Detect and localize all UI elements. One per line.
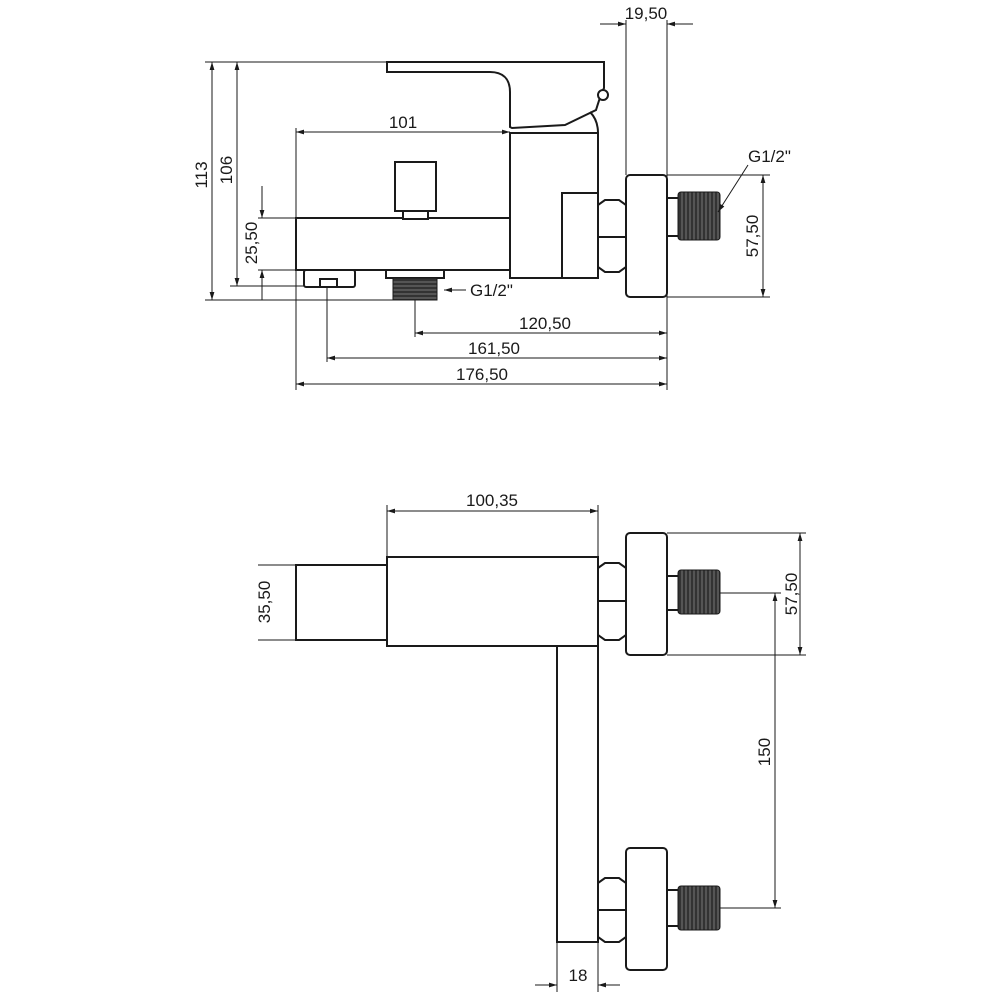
- side-view: 19,50 113 106 25,50 101 120,50 161,50 17…: [192, 4, 791, 390]
- dim-flange-diameter-top: 57,50: [782, 573, 801, 616]
- dim-spout-length: 101: [389, 113, 417, 132]
- vertical-pipe: [556, 645, 599, 943]
- dim-total-length: 176,50: [456, 365, 508, 384]
- dim-pipe-width: 18: [569, 966, 588, 985]
- dim-total-height: 113: [192, 161, 211, 188]
- inlet-thread: [677, 191, 721, 241]
- wall-flange-upper: [625, 532, 668, 656]
- dim-outlet-distance: 120,50: [519, 314, 571, 333]
- spout: [295, 217, 511, 271]
- dim-body-length: 100,35: [466, 491, 518, 510]
- mixer-side-outline: [295, 61, 721, 301]
- dim-wall-offset: 19,50: [625, 4, 668, 23]
- mixer-top-outline: [295, 532, 721, 971]
- side-dimension-lines: [205, 20, 770, 390]
- hex-nut-lower: [597, 877, 627, 943]
- dim-flange-diameter: 57,50: [743, 215, 762, 258]
- inlet-thread-lower: [677, 885, 721, 931]
- dim-spout-width: 35,50: [255, 581, 274, 624]
- thread-label-inlet: G1/2": [748, 147, 791, 166]
- dim-aerator-distance: 161,50: [468, 339, 520, 358]
- body-top: [386, 556, 599, 647]
- wall-flange-lower: [625, 847, 668, 971]
- diverter-knob: [394, 161, 437, 212]
- thread-label-outlet: G1/2": [470, 281, 513, 300]
- inlet-thread-upper: [677, 569, 721, 615]
- dim-height-to-aerator: 106: [217, 156, 236, 184]
- top-dimension-lines: [258, 505, 806, 992]
- outlet: [385, 269, 445, 279]
- hex-nut: [597, 199, 627, 273]
- wall-flange: [625, 174, 668, 298]
- dim-spout-height: 25,50: [242, 222, 261, 265]
- spout-end: [295, 564, 388, 641]
- top-view: 100,35 35,50 57,50 150 18: [255, 491, 806, 992]
- hex-nut-upper: [597, 562, 627, 641]
- lever-knob: [597, 89, 609, 101]
- dim-inlet-spacing: 150: [755, 738, 774, 766]
- outlet-thread: [392, 277, 438, 301]
